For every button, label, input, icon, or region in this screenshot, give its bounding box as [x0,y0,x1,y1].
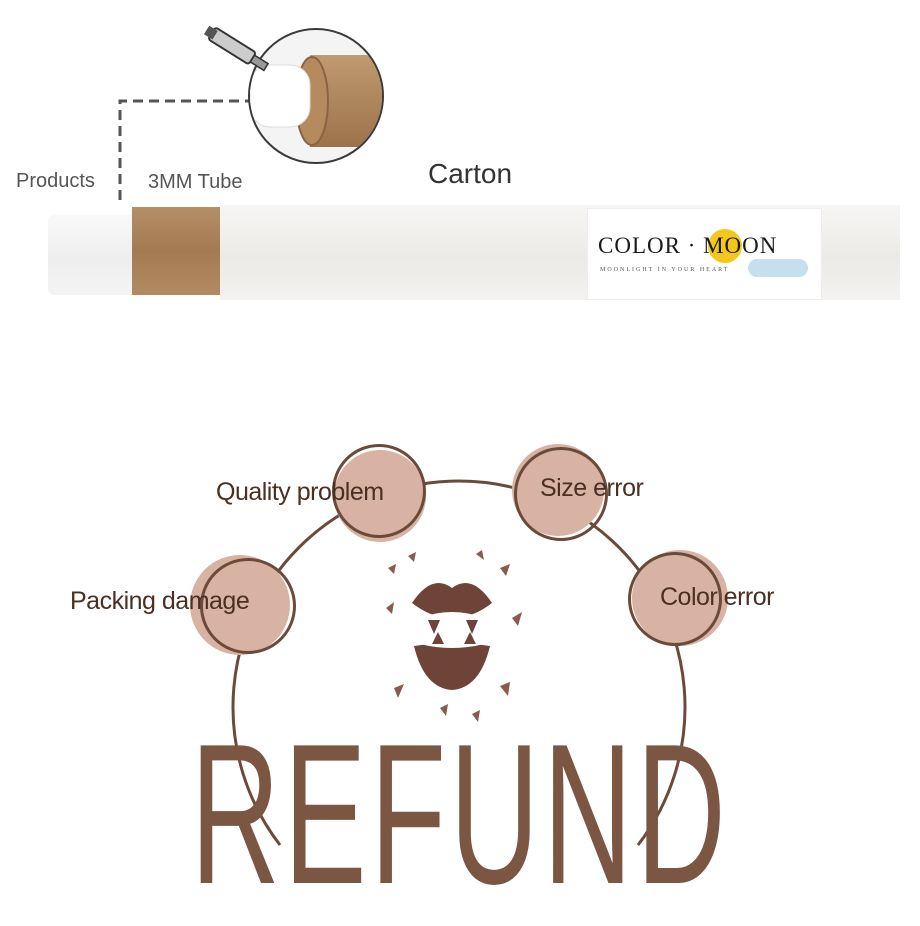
packing-ring [200,558,296,654]
quality-ring [332,444,426,538]
refund-title: REFUND [190,703,730,926]
zoom-circle [248,28,384,164]
zoomed-tube-detail [250,55,382,147]
cloud-icon [748,259,808,277]
lips-icon [386,550,522,722]
products-label: Products [16,170,95,192]
tube-assembly: COLOR · MOON MOONLIGHT IN YOUR HEART [40,205,910,305]
carton-box: COLOR · MOON MOONLIGHT IN YOUR HEART [220,205,900,300]
size-ring [514,447,608,541]
magnifier-icon [203,25,270,72]
brand-name: COLOR · MOON [598,233,778,258]
reason-quality: Quality problem [216,478,384,506]
tube-label: 3MM Tube [148,171,243,193]
brand-tagline: MOONLIGHT IN YOUR HEART [600,267,730,273]
dashed-connector [118,99,250,200]
brand-label: COLOR · MOON MOONLIGHT IN YOUR HEART [587,208,822,300]
carton-label: Carton [428,158,513,189]
sun-icon [708,229,742,263]
color-ring [628,552,722,646]
reason-size: Size error [540,474,644,502]
reason-color: Color error [660,583,774,611]
reason-packing: Packing damage [70,587,250,615]
